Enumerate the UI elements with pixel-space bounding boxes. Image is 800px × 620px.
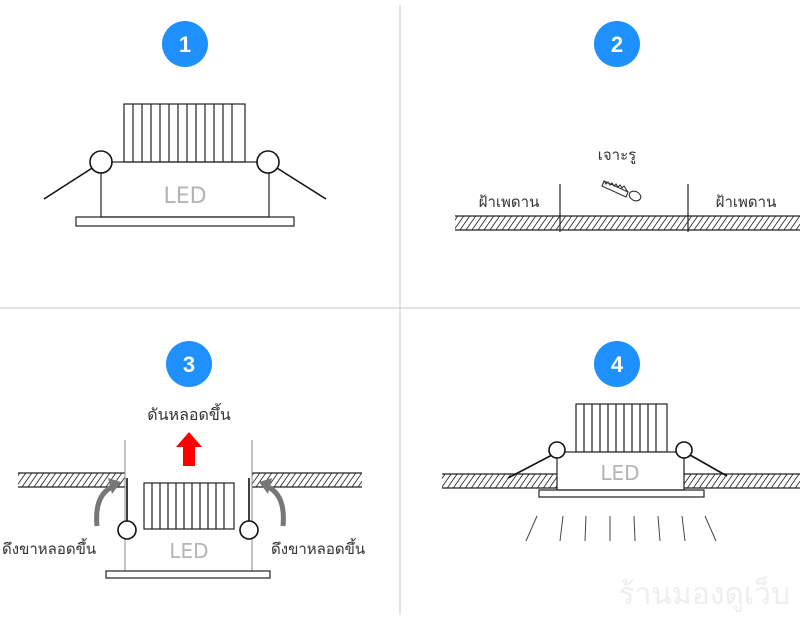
up-arrow-icon	[176, 432, 202, 466]
pull-label-left: ดึงขาหลอดขึ้น	[2, 538, 96, 558]
guide-lines-3	[124, 440, 253, 571]
step-4-panel: 4 LED	[442, 341, 800, 612]
led-heatsink-3	[143, 482, 235, 530]
led-label-1: LED	[163, 184, 206, 209]
ceiling-board-3	[18, 472, 362, 488]
led-label-3: LED	[169, 539, 208, 563]
curved-arrow-right-icon	[259, 478, 286, 527]
push-up-label: ดันหลอดขึ้น	[147, 403, 231, 424]
step-4-badge: 4	[594, 341, 640, 387]
spring-clip-right-1	[256, 150, 327, 200]
step-2-number: 2	[611, 32, 623, 57]
spring-clip-left-1	[43, 150, 113, 200]
step-1-number: 1	[179, 32, 191, 57]
led-label-4: LED	[600, 461, 639, 485]
spring-clip-right-3	[239, 478, 259, 540]
ceiling-label-left: ฝ้าเพดาน	[479, 193, 540, 211]
step-2-badge: 2	[594, 21, 640, 67]
led-body-3	[105, 570, 271, 579]
led-body-4	[538, 451, 705, 498]
watermark: ร้านมองดูเว็บ	[618, 575, 790, 612]
led-heatsink-1	[123, 103, 246, 163]
led-body-1	[75, 161, 295, 227]
spring-clip-left-3	[117, 478, 137, 540]
step-1-panel: 1 LED	[43, 21, 327, 227]
ceiling-label-right: ฝ้าเพดาน	[716, 193, 777, 211]
step-3-panel: 3 ดันหลอดขึ้น	[2, 341, 365, 579]
step-3-number: 3	[183, 352, 195, 377]
step-2-panel: 2 เจาะรู ฝ้าเพดาน ฝ้าเพดาน	[455, 21, 800, 232]
led-heatsink-4	[575, 403, 668, 453]
ceiling-board-2	[455, 215, 800, 231]
step-4-number: 4	[611, 352, 624, 377]
curved-arrow-left-icon	[94, 478, 121, 527]
drill-label: เจาะรู	[598, 146, 636, 164]
step-3-badge: 3	[166, 341, 212, 387]
light-rays-4	[525, 515, 717, 542]
step-1-badge: 1	[162, 21, 208, 67]
spring-clip-right-4	[675, 441, 728, 477]
spring-clip-left-4	[507, 441, 566, 479]
saw-icon	[601, 180, 642, 202]
pull-label-right: ดึงขาหลอดขึ้น	[271, 538, 365, 558]
